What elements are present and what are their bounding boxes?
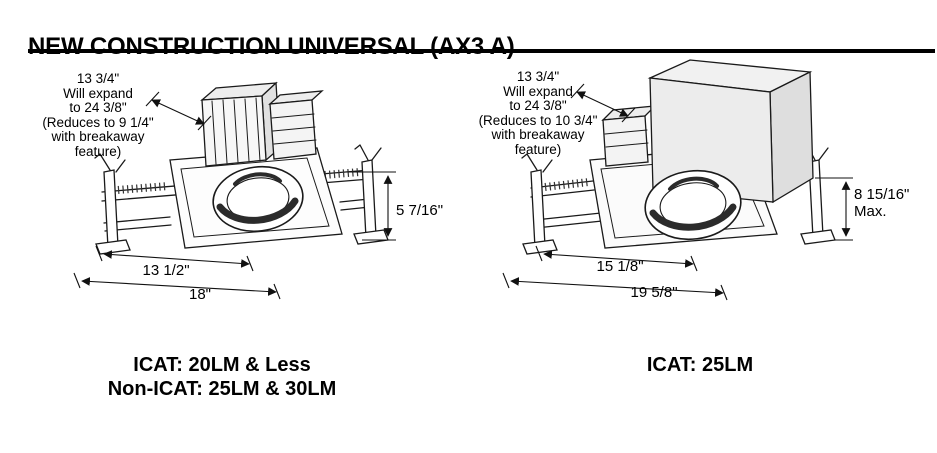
dimension-lines-left: [73, 91, 396, 300]
expand-note-right: 13 3/4" Will expand to 24 3/8" (Reduces …: [478, 69, 598, 157]
inner-width-dimension-left: 13 1/2": [142, 262, 190, 279]
expand-note-left: 13 3/4" Will expand to 24 3/8" (Reduces …: [42, 71, 154, 159]
caption-left: ICAT: 20LM & Less Non-ICAT: 25LM & 30LM: [107, 354, 337, 400]
dimension-lines-right: [502, 83, 853, 301]
light-opening: [644, 169, 742, 241]
mounting-bracket-left: [94, 153, 131, 255]
title-rule: [28, 49, 935, 53]
outer-width-dimension-right: 19 5/8": [630, 284, 678, 301]
junction-box: [200, 81, 281, 167]
height-dimension-left: 5 7/16": [396, 202, 444, 219]
housing-can: [647, 59, 814, 204]
caption-right: ICAT: 25LM: [646, 354, 754, 376]
page-title: NEW CONSTRUCTION UNIVERSAL (AX3 A): [28, 33, 515, 61]
inner-width-dimension-right: 15 1/8": [596, 258, 644, 275]
housing-drawing-left: [73, 81, 396, 300]
housing-drawing-right: [502, 59, 853, 301]
light-opening: [212, 165, 304, 233]
mounting-bracket-right: [353, 144, 389, 245]
mounting-bracket-left: [521, 153, 558, 255]
height-dimension-right: 8 15/16" Max.: [854, 186, 910, 220]
outer-width-dimension-left: 18": [188, 286, 211, 303]
driver-box: [268, 90, 324, 160]
